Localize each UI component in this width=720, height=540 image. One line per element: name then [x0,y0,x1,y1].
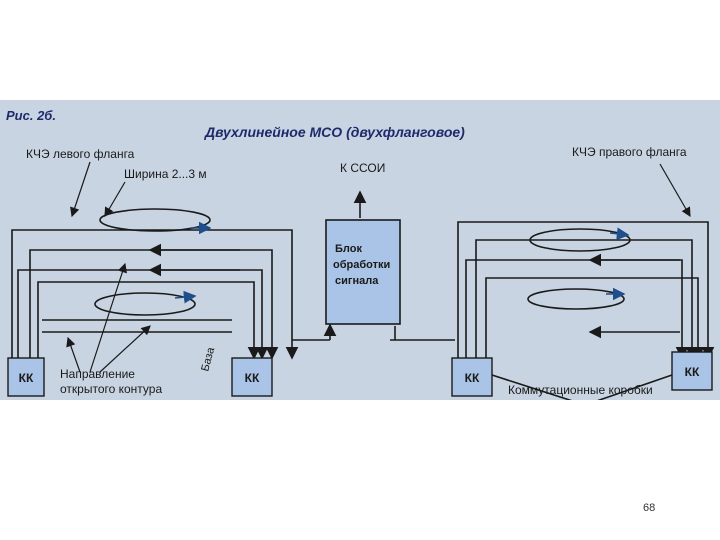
label-direction-2: открытого контура [60,382,162,396]
processing-line-3: сигнала [335,275,379,287]
kk-box-right-2 [671,351,713,391]
left-rotation-arrows [94,208,212,316]
kk-label-right-1: КК [465,371,480,385]
figure-title: Двухлинейное МСО (двухфланговое) [205,124,465,140]
page-number: 68 [643,502,656,514]
label-kche-left: КЧЭ левого фланга [26,147,135,161]
figure-scan: Рис. 2б. Двухлинейное МСО (двухфланговое… [0,100,720,400]
processing-line-2: обработки [333,259,390,271]
kk-label-right-2: КК [685,365,700,379]
kk-label-left-2: КК [245,371,260,385]
kk-box-right-1 [451,357,493,397]
right-flank [457,221,715,400]
processing-line-1: Блок [335,243,362,255]
label-baza: База [199,345,217,373]
label-junction-boxes: Коммутационные коробки [508,383,653,397]
figure-caption: Рис. 2б. [6,108,56,123]
label-kche-right: КЧЭ правого фланга [572,145,687,159]
signal-processing-block [325,219,401,325]
kk-box-left-1 [7,357,45,397]
label-direction-1: Направление [60,367,135,381]
label-width: Ширина 2...3 м [124,167,207,181]
kk-box-left-2 [231,357,273,397]
left-flank [11,229,299,360]
label-k-ssoi: К ССОИ [340,161,385,175]
sensor-diagram: КК КК Блок обработки сигнала [7,145,715,400]
kk-label-left-1: КК [19,371,34,385]
